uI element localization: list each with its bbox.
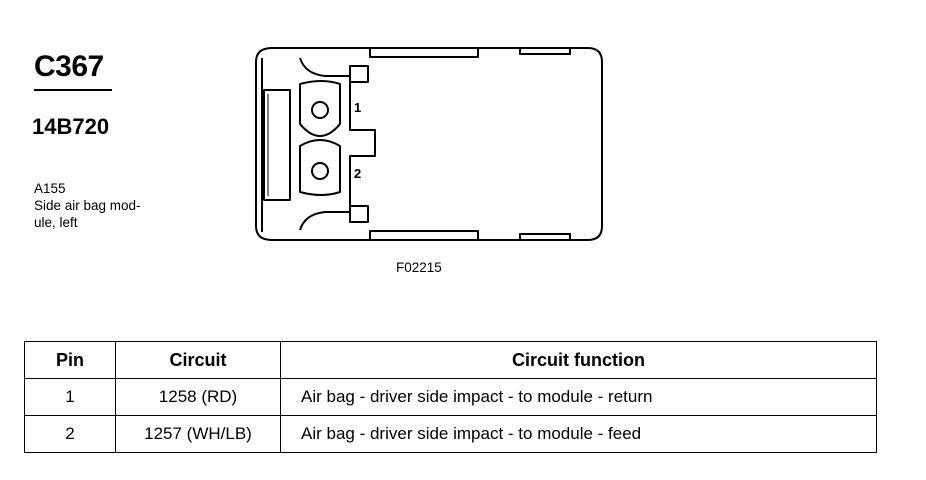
pin-2-contact bbox=[311, 162, 329, 180]
inner-curve-bottom bbox=[299, 211, 350, 231]
connector-id-underline bbox=[34, 89, 112, 91]
component-description-line: ule, left bbox=[34, 215, 78, 230]
pin-cell: 1 bbox=[24, 378, 116, 416]
pin-cavity-frame-2 bbox=[299, 139, 341, 196]
figure-code: F02215 bbox=[396, 260, 442, 275]
top-latch-tab-right bbox=[519, 48, 571, 55]
function-cell: Air bag - driver side impact - to module… bbox=[280, 378, 877, 416]
latch-square-top bbox=[349, 65, 369, 83]
table-row: 1 1258 (RD) Air bag - driver side impact… bbox=[24, 378, 877, 416]
top-latch-tab bbox=[369, 48, 479, 58]
connector-housing-outline bbox=[255, 47, 603, 241]
component-description-line: Side air bag mod- bbox=[34, 198, 141, 213]
component-code: A155 bbox=[34, 181, 66, 196]
function-cell: Air bag - driver side impact - to module… bbox=[280, 415, 877, 453]
connector-face-diagram: 1 2 bbox=[255, 47, 603, 241]
pin-1-contact bbox=[311, 101, 329, 119]
pin-cavity-frame bbox=[299, 80, 341, 137]
terminal-window bbox=[263, 89, 291, 201]
component-description: A155 Side air bag mod- ule, left bbox=[34, 180, 141, 231]
part-number: 14B720 bbox=[32, 114, 110, 139]
bottom-latch-tab-right bbox=[519, 233, 571, 240]
keying-profile bbox=[349, 66, 376, 222]
pin-table: Pin Circuit Circuit function 1 1258 (RD)… bbox=[24, 341, 877, 453]
pin-1-label: 1 bbox=[354, 100, 361, 115]
table-header-row: Pin Circuit Circuit function bbox=[24, 341, 877, 379]
bottom-latch-tab bbox=[369, 230, 479, 240]
header-circuit: Circuit bbox=[115, 341, 281, 379]
pin-cell: 2 bbox=[24, 415, 116, 453]
inner-curve-top bbox=[299, 57, 350, 77]
header-circuit-function: Circuit function bbox=[280, 341, 877, 379]
connector-id: C367 bbox=[34, 50, 104, 83]
pin-2-label: 2 bbox=[354, 166, 361, 181]
latch-square-bottom bbox=[349, 205, 369, 223]
header-pin: Pin bbox=[24, 341, 116, 379]
circuit-cell: 1257 (WH/LB) bbox=[115, 415, 281, 453]
table-row: 2 1257 (WH/LB) Air bag - driver side imp… bbox=[24, 415, 877, 453]
circuit-cell: 1258 (RD) bbox=[115, 378, 281, 416]
